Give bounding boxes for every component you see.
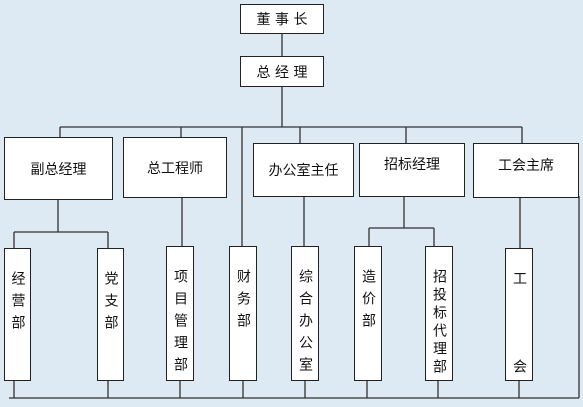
dept-party-branch-label: 党支部	[102, 271, 119, 337]
chairman-box: 董 事 长	[240, 4, 324, 34]
dept-cost-box: 造价部	[354, 246, 382, 381]
deputy-gm-label: 副总经理	[30, 161, 87, 178]
dept-union-label: 工 会	[511, 271, 527, 375]
bidding-manager-box: 招标经理	[359, 143, 465, 197]
general-manager-box: 总 经 理	[240, 56, 324, 87]
dept-project-mgmt-label: 项目管理部	[172, 269, 188, 379]
office-director-label: 办公室主任	[268, 163, 339, 179]
chief-engineer-box: 总工程师	[123, 137, 227, 198]
office-director-box: 办公室主任	[253, 143, 354, 197]
dept-bidding-agency-box: 招投标代理部	[425, 246, 453, 381]
union-chair-label: 工会主席	[498, 157, 554, 174]
chairman-label: 董 事 长	[256, 12, 308, 28]
deputy-gm-box: 副总经理	[4, 137, 113, 200]
general-manager-label: 总 经 理	[256, 64, 308, 81]
dept-finance-label: 财务部	[235, 269, 251, 335]
chief-engineer-label: 总工程师	[147, 160, 203, 177]
dept-operations-box: 经营部	[4, 248, 31, 381]
bidding-manager-label: 招标经理	[384, 157, 440, 173]
dept-project-mgmt-box: 项目管理部	[166, 246, 194, 381]
dept-party-branch-box: 党支部	[97, 248, 124, 381]
dept-union-box: 工 会	[505, 248, 533, 381]
dept-finance-box: 财务部	[229, 246, 257, 381]
dept-operations-label: 经营部	[9, 271, 26, 337]
dept-general-office-label: 综合办公室	[297, 269, 313, 379]
dept-general-office-box: 综合办公室	[291, 246, 319, 381]
dept-cost-label: 造价部	[360, 269, 376, 335]
dept-bidding-agency-label: 招投标代理部	[431, 269, 447, 377]
union-chair-box: 工会主席	[473, 143, 579, 198]
